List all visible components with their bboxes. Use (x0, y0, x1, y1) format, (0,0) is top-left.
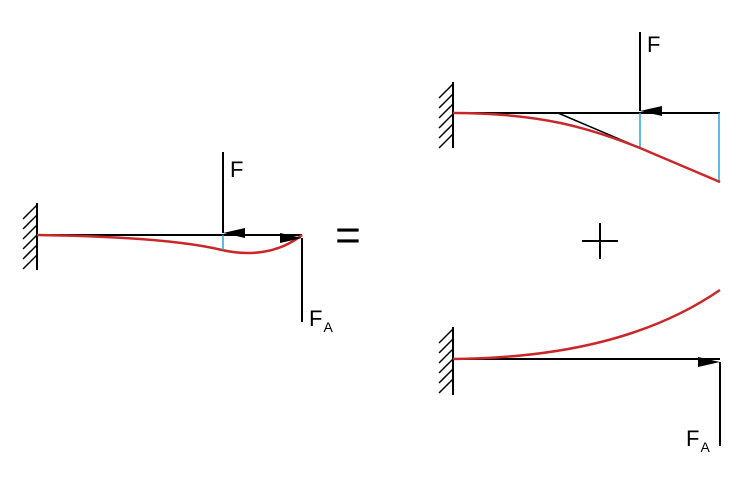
bottom-right-deflection-curve (452, 288, 721, 361)
bottom-right-reaction-subscript: A (700, 439, 710, 455)
top-right-deflection-curve (452, 111, 721, 184)
left-beam-system: F FA (22, 152, 333, 335)
top-right-force-label: F (647, 32, 660, 57)
bottom-right-fixed-support (438, 327, 454, 395)
left-force-label: F (230, 157, 243, 182)
left-reaction-label: FA (309, 306, 333, 335)
plus-sign: + (582, 223, 618, 259)
left-reaction-subscript: A (323, 319, 333, 335)
equals-sign: = (335, 211, 361, 260)
bottom-right-reaction-letter: F (686, 426, 699, 451)
left-deflection-curve (36, 233, 303, 255)
left-fixed-support (22, 203, 38, 270)
bottom-right-beam-system: FA (438, 288, 721, 455)
top-right-fixed-support (438, 82, 454, 149)
left-reaction-letter: F (309, 306, 322, 331)
top-right-beam-system: F (438, 32, 721, 184)
bottom-right-reaction-label: FA (686, 426, 710, 455)
